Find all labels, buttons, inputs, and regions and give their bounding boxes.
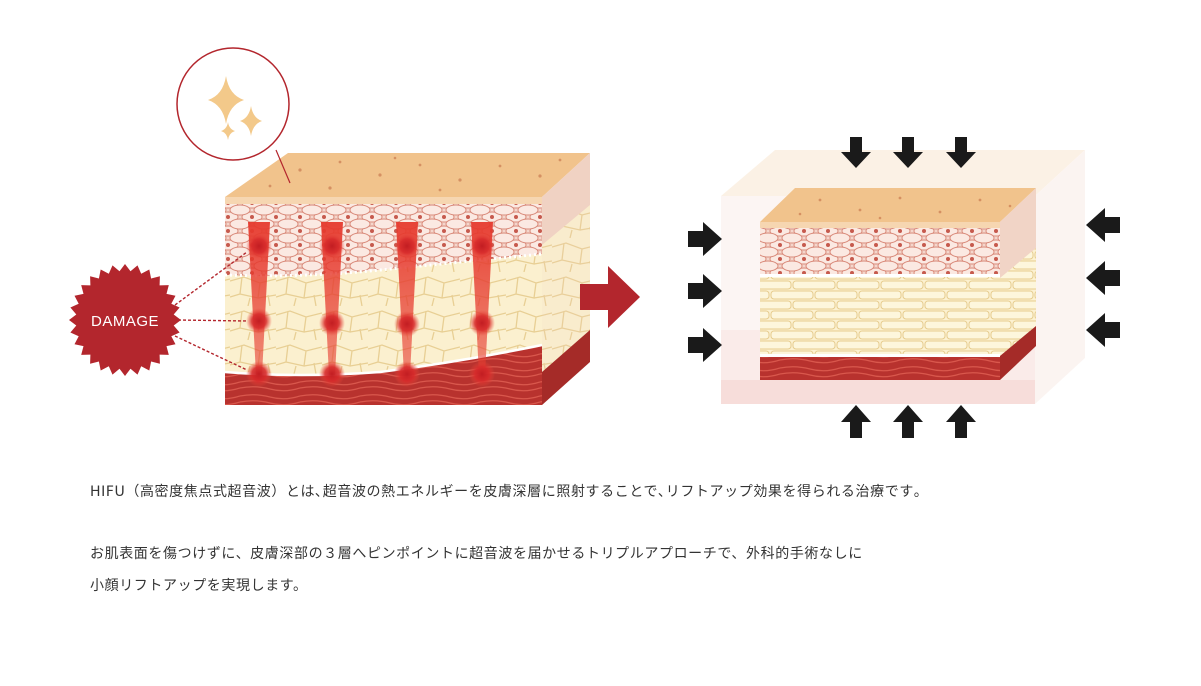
epidermis-front [760, 222, 1000, 228]
sparkle-icon [208, 76, 244, 124]
compression-arrows [688, 137, 1120, 438]
sparkle-icon [221, 122, 235, 140]
arrow-right-icon [688, 328, 722, 362]
dermis-layer [225, 204, 542, 276]
damage-leader-lines [174, 251, 248, 371]
skin-block-before [224, 153, 590, 405]
arrow-right-icon [580, 266, 640, 328]
beam [246, 222, 272, 387]
fat-layer [225, 254, 542, 375]
sparkle-icon [240, 106, 262, 136]
caption-line-3: 小顔リフトアップを実現します。 [90, 578, 308, 594]
hifu-diagram: DAMAGE [69, 47, 1120, 438]
caption-line-2: お肌表面を傷つけずに、皮膚深部の３層へピンポイントに超音波を届かせるトリプルアプ… [90, 546, 863, 562]
damage-badge-label: DAMAGE [91, 313, 159, 330]
arrow-left-icon [1086, 313, 1120, 347]
arrow-right-icon [688, 274, 722, 308]
arrow-left-icon [1086, 261, 1120, 295]
beam [319, 222, 345, 387]
arrow-down-icon [841, 137, 871, 168]
caption-line-1: HIFU（高密度焦点式超音波）とは､超音波の熱エネルギーを皮膚深層に照射すること… [90, 484, 922, 500]
arrow-down-icon [893, 137, 923, 168]
arrow-left-icon [1086, 208, 1120, 242]
arrow-right-icon [688, 222, 722, 256]
magnifier-callout [176, 47, 291, 184]
dermis-layer [760, 228, 1000, 274]
epidermis-front [225, 197, 542, 204]
fat-layer [760, 277, 1000, 354]
muscle-layer [760, 357, 1000, 380]
epidermis-top [760, 188, 1036, 222]
beam [469, 222, 495, 387]
skin-block-after [721, 150, 1085, 404]
beam [394, 222, 420, 387]
arrow-up-icon [946, 405, 976, 438]
damage-badge: DAMAGE [69, 264, 181, 376]
ultrasound-beams [246, 222, 495, 387]
epidermis-top [225, 153, 590, 197]
damage-badge-shape [69, 264, 181, 376]
arrow-down-icon [946, 137, 976, 168]
arrow-up-icon [841, 405, 871, 438]
arrow-up-icon [893, 405, 923, 438]
